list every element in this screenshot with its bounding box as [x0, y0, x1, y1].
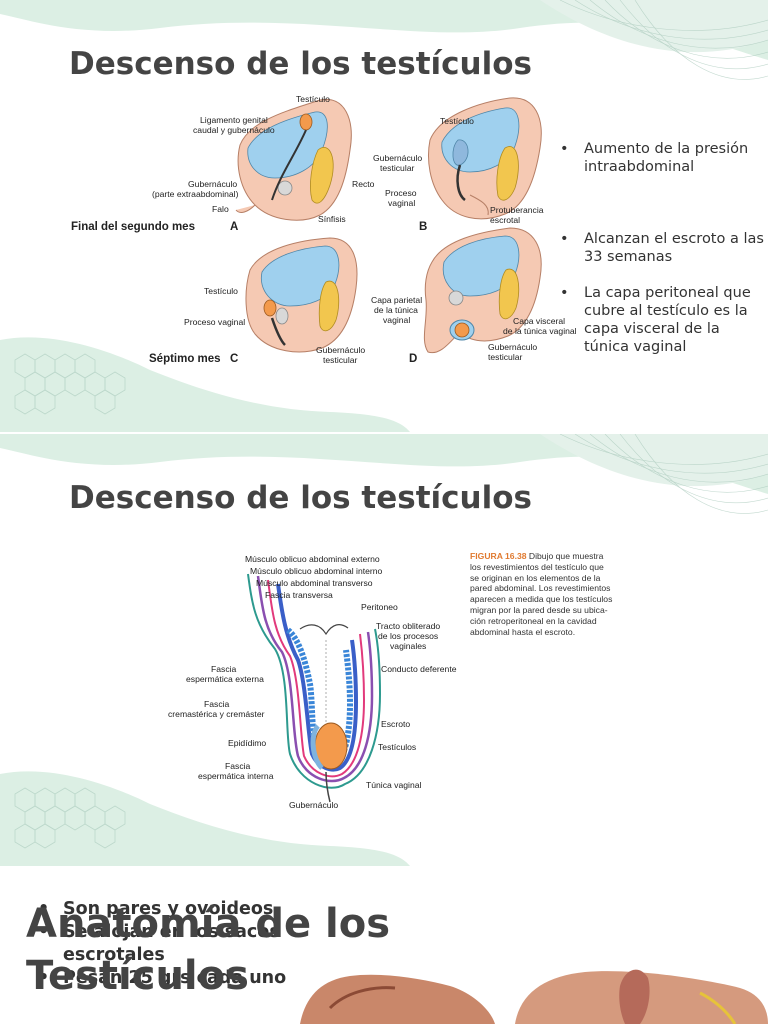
title-line-1: Anatomía de los — [26, 901, 390, 947]
label-a-ligamento-2: caudal y gubernáculo — [193, 125, 275, 135]
label-a-falo: Falo — [212, 204, 229, 214]
panel-letter-b: B — [419, 221, 427, 233]
slide-descenso-2: Descenso de los testículos Músculo oblic… — [0, 434, 768, 866]
label-d-capa-parietal-2: de la túnica — [374, 305, 418, 315]
label-fascia-interna: Fascia — [225, 761, 251, 771]
caption-figure-number: FIGURA 16.38 — [470, 551, 527, 561]
label-b-testiculo: Testículo — [440, 116, 474, 126]
slide-anatomia: Son pares y ovoideos Se alojan en los sa… — [0, 868, 768, 1024]
bullet-escroto: Alcanzan el escroto a las 33 semanas — [560, 230, 765, 266]
caption-line-6: ción retroperitoneal en la cavidad — [470, 616, 597, 626]
panel-letter-d: D — [409, 353, 417, 365]
label-c-gubernaculo-2: testicular — [323, 355, 358, 365]
caption-line-3: pared abdominal. Los revestimientos — [470, 583, 610, 593]
label-c-testiculo: Testículo — [204, 286, 238, 296]
label-peritoneo: Peritoneo — [361, 602, 398, 612]
label-b-proceso-2: vaginal — [388, 198, 415, 208]
label-d-capa-parietal: Capa parietal — [371, 295, 422, 305]
label-c-proceso: Proceso vaginal — [184, 317, 245, 327]
caption-line-7: abdominal hasta el escroto. — [470, 627, 575, 637]
label-oblicuo-interno: Músculo oblicuo abdominal interno — [250, 566, 383, 576]
label-fascia-interna-2: espermática interna — [198, 771, 274, 781]
label-b-gubernaculo: Gubernáculo — [373, 153, 422, 163]
label-b-protuberancia: Protuberancia — [490, 205, 544, 215]
caption-line-2: se originan en los elementos de la — [470, 573, 600, 583]
label-epididimo: Epidídimo — [228, 738, 266, 748]
label-b-gubernaculo-2: testicular — [380, 163, 415, 173]
label-fascia-externa: Fascia — [211, 664, 237, 674]
label-oblicuo-externo: Músculo oblicuo abdominal externo — [245, 554, 380, 564]
label-fascia-externa-2: espermática externa — [186, 674, 264, 684]
label-fascia-cremasterica-2: cremastérica y cremáster — [168, 709, 265, 719]
label-a-recto: Recto — [352, 179, 375, 189]
caption-line-1: los revestimientos del testículo que — [470, 562, 604, 572]
label-d-gubernaculo-2: testicular — [488, 352, 523, 362]
bullet-presion: Aumento de la presión intraabdominal — [560, 140, 765, 176]
label-gubernaculo: Gubernáculo — [289, 800, 338, 810]
caption-seventh-month: Séptimo mes — [149, 353, 221, 365]
panel-c — [246, 238, 357, 352]
label-conducto: Conducto deferente — [381, 664, 457, 674]
label-transverso: Músculo abdominal transverso — [256, 578, 373, 588]
label-tracto-2: de los procesos — [378, 631, 438, 641]
label-a-gubernaculo-2: (parte extraabdominal) — [152, 189, 239, 199]
label-tracto: Tracto obliterado — [376, 621, 440, 631]
label-testiculos: Testículos — [378, 742, 416, 752]
label-b-proceso: Proceso — [385, 188, 417, 198]
label-c-gubernaculo: Gubernáculo — [316, 345, 365, 355]
panel-letter-c: C — [230, 353, 238, 365]
coverings-figure: Músculo oblicuo abdominal externo Múscul… — [0, 434, 768, 866]
figure-caption: FIGURA 16.38 Dibujo que muestra los reve… — [470, 551, 622, 637]
label-d-gubernaculo: Gubernáculo — [488, 342, 537, 352]
caption-line-4: aparecen a medida que los testículos — [470, 594, 612, 604]
caption-line-5: migran por la pared desde su ubica- — [470, 605, 608, 615]
label-d-capa-visceral: Capa visceral — [513, 316, 565, 326]
bullet-capa: La capa peritoneal que cubre al testícul… — [560, 284, 765, 356]
label-a-sinfisis: Sínfisis — [318, 214, 346, 224]
slide-title: Anatomía de los Testículos — [26, 898, 390, 1002]
label-fascia-cremasterica: Fascia — [204, 699, 230, 709]
label-tunica: Túnica vaginal — [366, 780, 422, 790]
label-escroto: Escroto — [381, 719, 410, 729]
label-a-ligamento: Ligamento genital — [200, 115, 268, 125]
caption-second-month: Final del segundo mes — [71, 221, 195, 233]
caption-line-0: Dibujo que muestra — [529, 551, 604, 561]
panel-letter-a: A — [230, 221, 238, 233]
label-b-protuberancia-2: escrotal — [490, 215, 520, 225]
label-a-testiculo: Testículo — [296, 94, 330, 104]
label-d-capa-parietal-3: vaginal — [383, 315, 410, 325]
label-a-gubernaculo: Gubernáculo — [188, 179, 237, 189]
label-tracto-3: vaginales — [390, 641, 426, 651]
slide-descenso-1: Descenso de los testículos Testículo Lig… — [0, 0, 768, 432]
label-fascia-transversa: Fascia transversa — [265, 590, 333, 600]
title-line-2: Testículos — [26, 953, 249, 999]
descent-figure: Testículo Ligamento genital caudal y gub… — [0, 0, 768, 432]
